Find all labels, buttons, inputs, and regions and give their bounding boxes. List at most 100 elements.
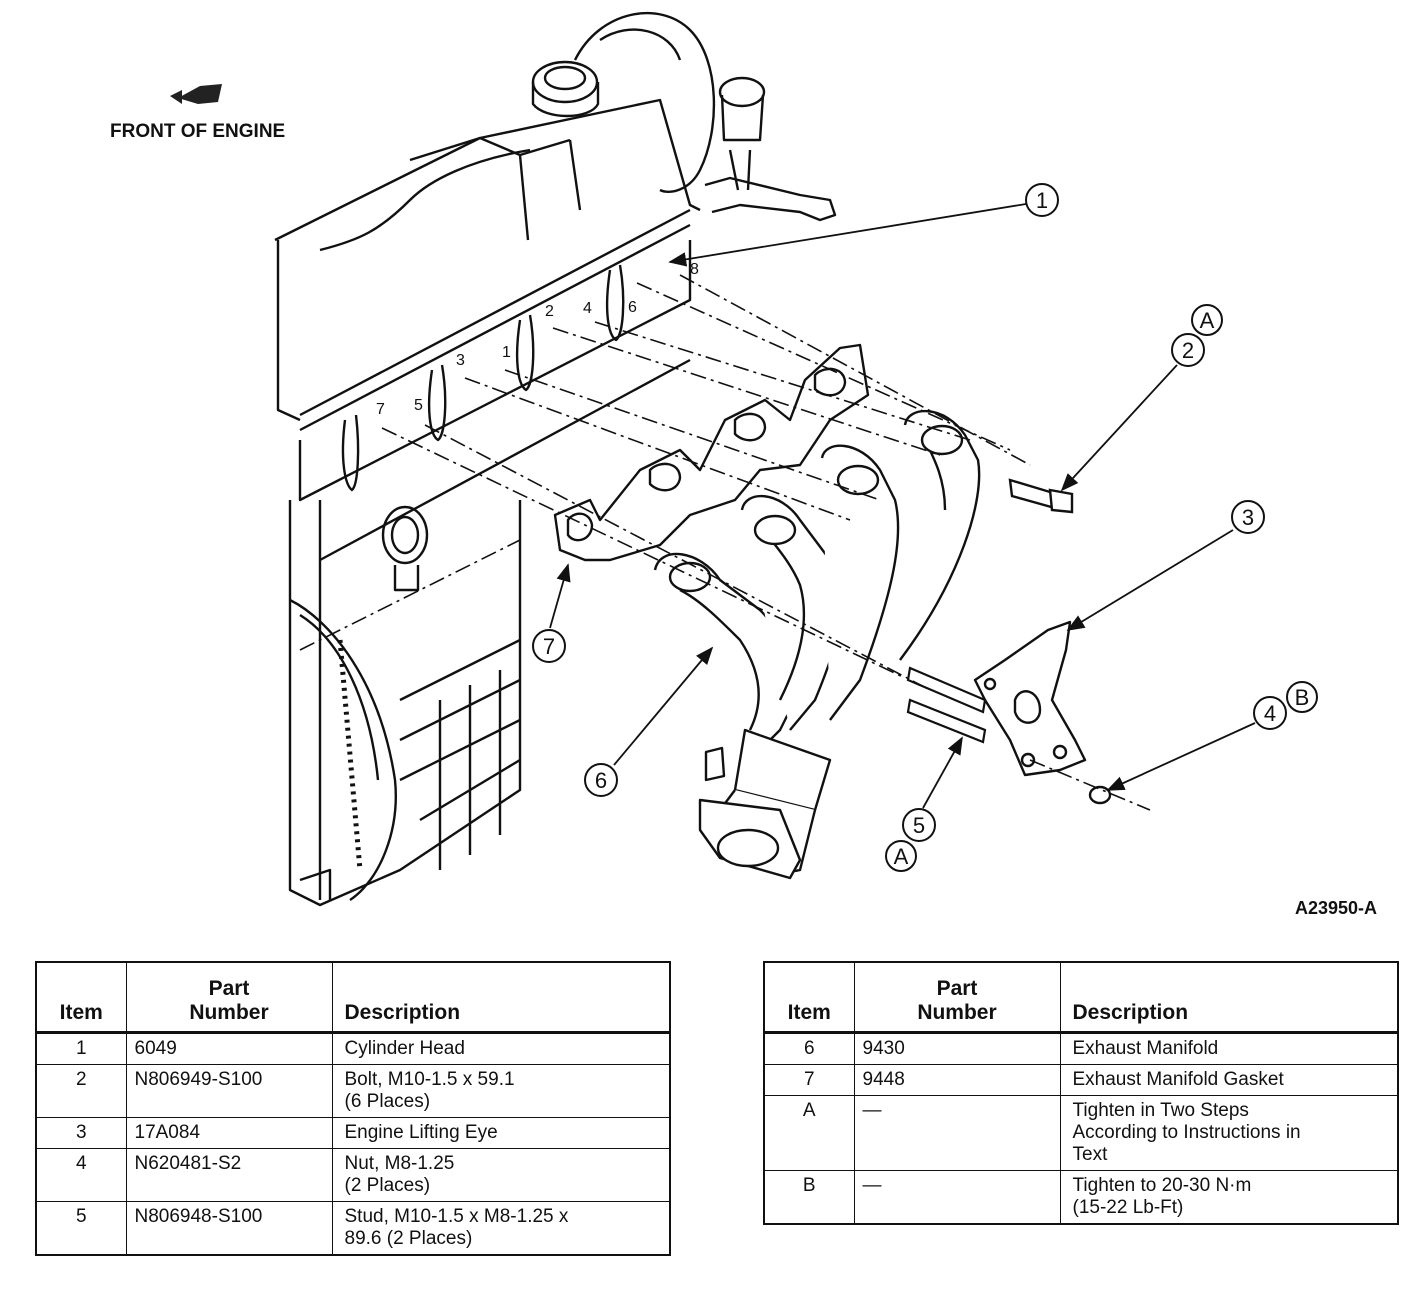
- description-cell: Bolt, M10-1.5 x 59.1(6 Places): [331, 1063, 671, 1118]
- description-cell: Tighten to 20-30 N·m(15-22 Lb-Ft): [1059, 1169, 1399, 1224]
- part-number-cell: 9448: [853, 1063, 1061, 1096]
- header-part-line2: Number: [189, 1000, 269, 1024]
- description-line: 89.6 (2 Places): [344, 1227, 473, 1249]
- callout-circle-a-bottom: [885, 840, 917, 872]
- description-line: Nut, M8-1.25: [344, 1152, 455, 1174]
- stud-drawing: [906, 666, 987, 744]
- description-line: Bolt, M10-1.5 x 59.1: [344, 1068, 515, 1090]
- header-part-number: Part Number: [853, 961, 1061, 1034]
- item-cell: A: [763, 1094, 855, 1171]
- item-cell: 7: [763, 1063, 855, 1096]
- front-direction-arrow-icon: [170, 84, 222, 104]
- description-line: Exhaust Manifold: [1072, 1037, 1219, 1059]
- item-cell: 3: [35, 1116, 127, 1149]
- callout-5: 5: [913, 813, 925, 838]
- callout-3: 3: [1242, 505, 1254, 530]
- table-header-row: Item Part Number Description: [763, 961, 1399, 1034]
- description-line: Tighten in Two Steps: [1072, 1099, 1249, 1121]
- callout-b: B: [1295, 685, 1310, 710]
- table-row: B—Tighten to 20-30 N·m(15-22 Lb-Ft): [763, 1169, 1399, 1224]
- part-number-cell: N806948-S100: [125, 1200, 333, 1255]
- header-part-line2: Number: [917, 1000, 997, 1024]
- item-cell: 5: [35, 1200, 127, 1255]
- item-cell: 2: [35, 1063, 127, 1118]
- port-number-2: 2: [545, 303, 554, 320]
- description-line: Exhaust Manifold Gasket: [1072, 1068, 1284, 1090]
- description-line: Stud, M10-1.5 x M8-1.25 x: [344, 1205, 569, 1227]
- leader-lines: [549, 203, 1256, 809]
- figure-id: A23950-A: [1295, 898, 1377, 918]
- description-cell: Exhaust Manifold: [1059, 1031, 1399, 1065]
- callout-circle-4: [1253, 696, 1287, 730]
- engine-lifting-eye-drawing: [973, 620, 1087, 777]
- item-cell: B: [763, 1169, 855, 1224]
- port-number-8: 8: [690, 261, 699, 278]
- description-cell: Engine Lifting Eye: [331, 1116, 671, 1149]
- port-numbers: 7 5 3 1 2 4 6 8: [376, 261, 699, 418]
- callout-a-bottom: A: [894, 844, 909, 869]
- description-line: According to Instructions in: [1072, 1121, 1301, 1143]
- item-cell: 1: [35, 1031, 127, 1065]
- item-cell: 4: [35, 1147, 127, 1202]
- callout-circle-1: [1025, 183, 1059, 217]
- header-part-number: Part Number: [125, 961, 333, 1034]
- port-number-7: 7: [376, 401, 385, 418]
- description-line: Text: [1072, 1143, 1108, 1165]
- callout-a-top: A: [1200, 308, 1215, 333]
- part-number-cell: 9430: [853, 1031, 1061, 1065]
- callout-circle-b: [1286, 681, 1318, 713]
- header-item: Item: [763, 961, 855, 1034]
- header-description: Description: [1059, 961, 1399, 1034]
- header-part-line1: Part: [936, 976, 978, 1000]
- port-number-1: 1: [502, 344, 511, 361]
- callout-4: 4: [1264, 701, 1276, 726]
- description-cell: Exhaust Manifold Gasket: [1059, 1063, 1399, 1096]
- port-number-6: 6: [628, 299, 637, 316]
- description-line: Cylinder Head: [344, 1037, 465, 1059]
- alignment-lines: [299, 274, 1151, 811]
- part-number-cell: 6049: [125, 1031, 333, 1065]
- exhaust-manifold-diagram: FRONT OF ENGINE: [110, 11, 1377, 918]
- engine-block-drawing: [274, 11, 837, 907]
- callouts: [532, 183, 1318, 872]
- description-line: Tighten to 20-30 N·m: [1072, 1174, 1252, 1196]
- exhaust-manifold-gasket-drawing: [553, 343, 870, 562]
- part-number-cell: —: [853, 1094, 1061, 1171]
- nut-drawing: [1088, 785, 1112, 805]
- description-line: (15-22 Lb-Ft): [1072, 1196, 1184, 1218]
- callout-circle-6: [584, 763, 618, 797]
- table-header-row: Item Part Number Description: [35, 961, 671, 1034]
- header-description: Description: [331, 961, 671, 1034]
- exhaust-manifold-drawing: [653, 410, 981, 880]
- header-item: Item: [35, 961, 127, 1034]
- port-number-5: 5: [414, 397, 423, 414]
- part-number-cell: N620481-S2: [125, 1147, 333, 1202]
- callout-1: 1: [1036, 188, 1048, 213]
- part-number-cell: 17A084: [125, 1116, 333, 1149]
- item-cell: 6: [763, 1031, 855, 1065]
- description-line: Engine Lifting Eye: [344, 1121, 498, 1143]
- description-cell: Cylinder Head: [331, 1031, 671, 1065]
- header-part-line1: Part: [208, 976, 250, 1000]
- part-number-cell: N806949-S100: [125, 1063, 333, 1118]
- description-cell: Nut, M8-1.25(2 Places): [331, 1147, 671, 1202]
- part-number-cell: —: [853, 1169, 1061, 1224]
- description-line: (2 Places): [344, 1174, 431, 1196]
- callout-2: 2: [1182, 338, 1194, 363]
- description-line: (6 Places): [344, 1090, 431, 1112]
- callout-6: 6: [595, 768, 607, 793]
- callout-circle-3: [1231, 500, 1265, 534]
